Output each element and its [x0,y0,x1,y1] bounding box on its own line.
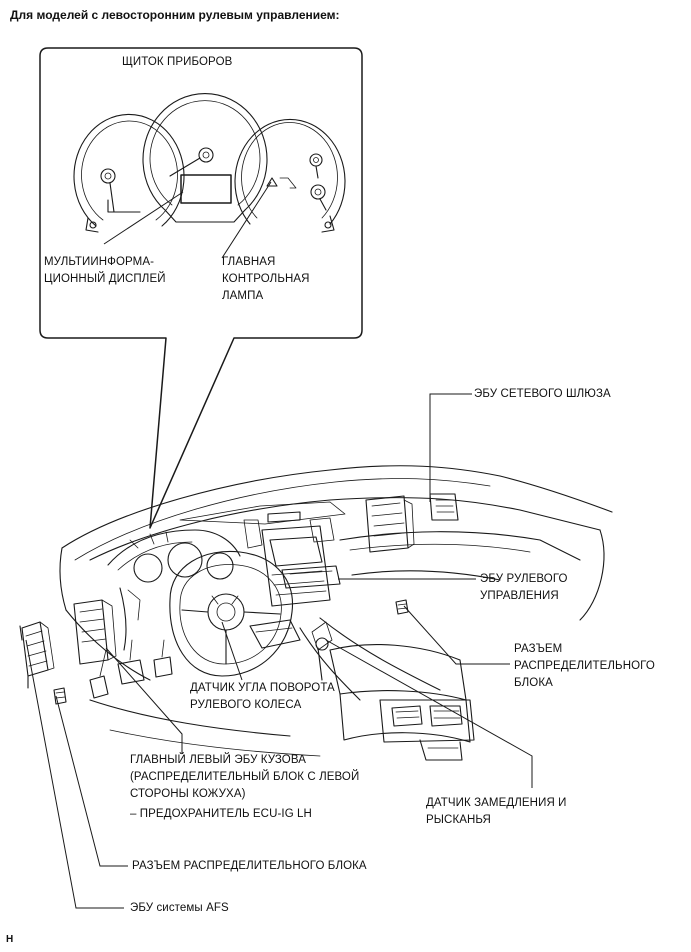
label-fuse-ecu-ig-lh: – ПРЕДОХРАНИТЕЛЬ ECU-IG LH [130,808,312,820]
inset-title: ЩИТОК ПРИБОРОВ [122,56,233,68]
jb-connector-right-icon [395,599,409,615]
tachometer-gauge-icon [73,113,185,233]
speedometer-gauge-icon [142,93,268,223]
page-header: Для моделей с левосторонним рулевым упра… [10,8,340,22]
label-jb-connector-right: РАЗЪЕМ РАСПРЕДЕЛИТЕЛЬНОГО БЛОКА [514,643,655,689]
gateway-ecu-icon [365,495,415,553]
label-steering-angle-sensor: ДАТЧИК УГЛА ПОВОРОТА РУЛЕВОГО КОЛЕСА [190,682,335,711]
dashboard-illustration [19,465,613,761]
steering-wheel-icon [169,550,294,677]
afs-ecu-icon [19,621,55,689]
jb-connector-bottom-icon [53,687,67,705]
label-multi-info-display: МУЛЬТИИНФОРМА- ЦИОННЫЙ ДИСПЛЕЙ [44,256,166,285]
multi-info-display-icon [180,174,232,204]
label-jb-connector-bottom: РАЗЪЕМ РАСПРЕДЕЛИТЕЛЬНОГО БЛОКА [132,860,367,872]
label-main-body-ecu: ГЛАВНЫЙ ЛЕВЫЙ ЭБУ КУЗОВА (РАСПРЕДЕЛИТЕЛЬ… [130,754,360,800]
label-yaw-rate-sensor: ДАТЧИК ЗАМЕДЛЕНИЯ И РЫСКАНЬЯ [426,797,567,826]
fuel-temp-gauge-icon [234,118,346,233]
label-afs-ecu: ЭБУ системы AFS [130,902,229,914]
leader-lines [25,393,533,909]
label-steering-ecu: ЭБУ РУЛЕВОГО УПРАВЛЕНИЯ [480,573,568,602]
instrument-cluster-inset [39,47,363,529]
label-master-warning-lamp: ГЛАВНАЯ КОНТРОЛЬНАЯ ЛАМПА [222,256,310,302]
figure-code: H [6,934,14,945]
label-gateway-ecu: ЭБУ СЕТЕВОГО ШЛЮЗА [474,388,611,400]
master-warning-icon [266,177,278,187]
